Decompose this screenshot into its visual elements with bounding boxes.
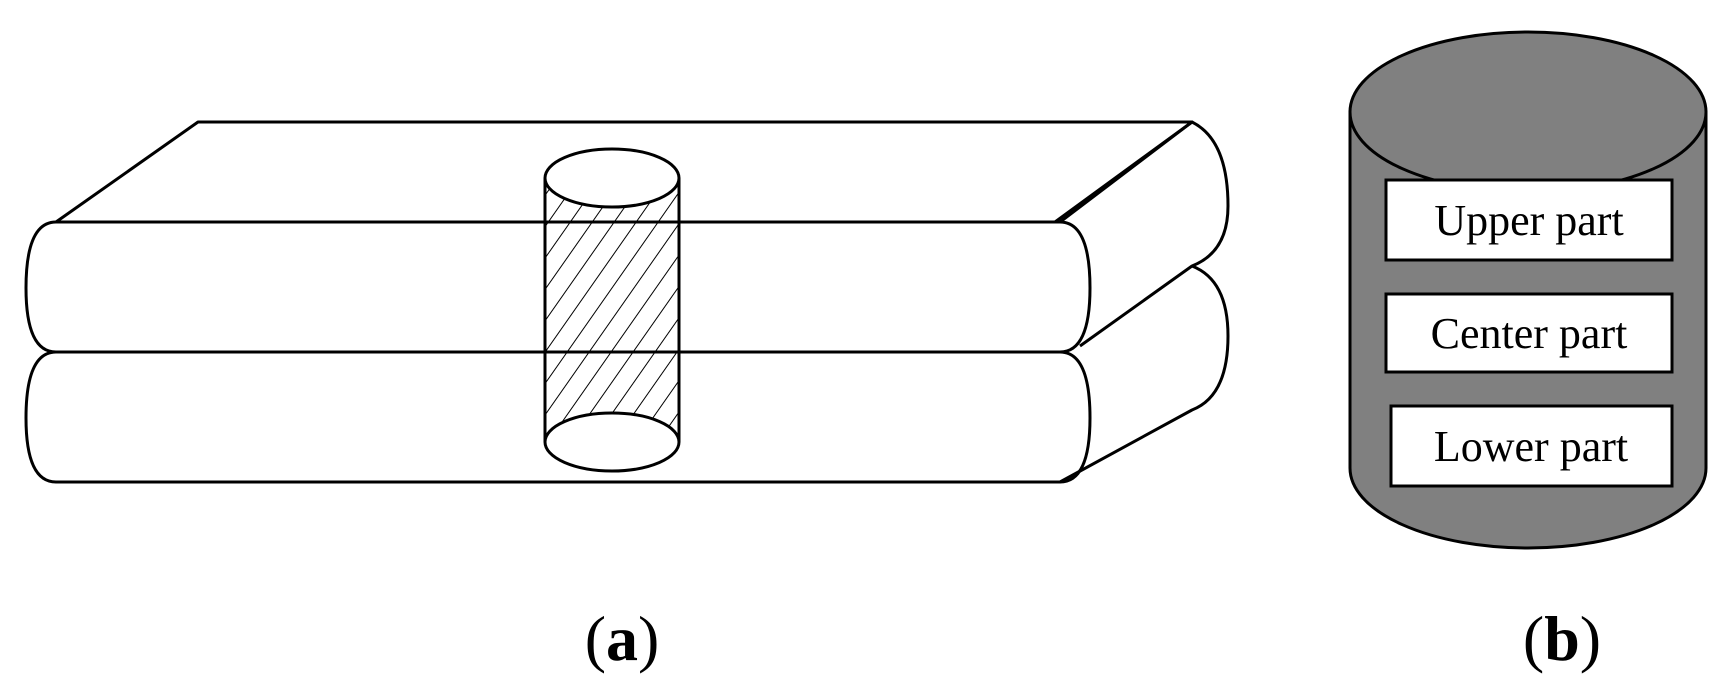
core-top-ellipse <box>543 147 681 209</box>
panel-a-label: (a) <box>585 603 660 674</box>
panel-a-diagram <box>24 120 1230 484</box>
center-part-box <box>1384 292 1674 374</box>
upper-pad-side <box>1059 120 1230 348</box>
core-bottom-ellipse <box>543 411 681 473</box>
core-sample <box>543 147 681 473</box>
center-part-label: Center part <box>1431 309 1628 358</box>
upper-part-box <box>1384 178 1674 262</box>
lower-part-box <box>1389 404 1674 488</box>
panel-b-label: (b) <box>1523 603 1601 674</box>
panel-b-diagram <box>1348 30 1708 550</box>
upper-part-label: Upper part <box>1434 196 1623 245</box>
lower-pad-side <box>1059 264 1230 484</box>
cylinder-top <box>1348 30 1708 194</box>
pad-top-face <box>55 120 1194 224</box>
lower-part-label: Lower part <box>1434 422 1628 471</box>
